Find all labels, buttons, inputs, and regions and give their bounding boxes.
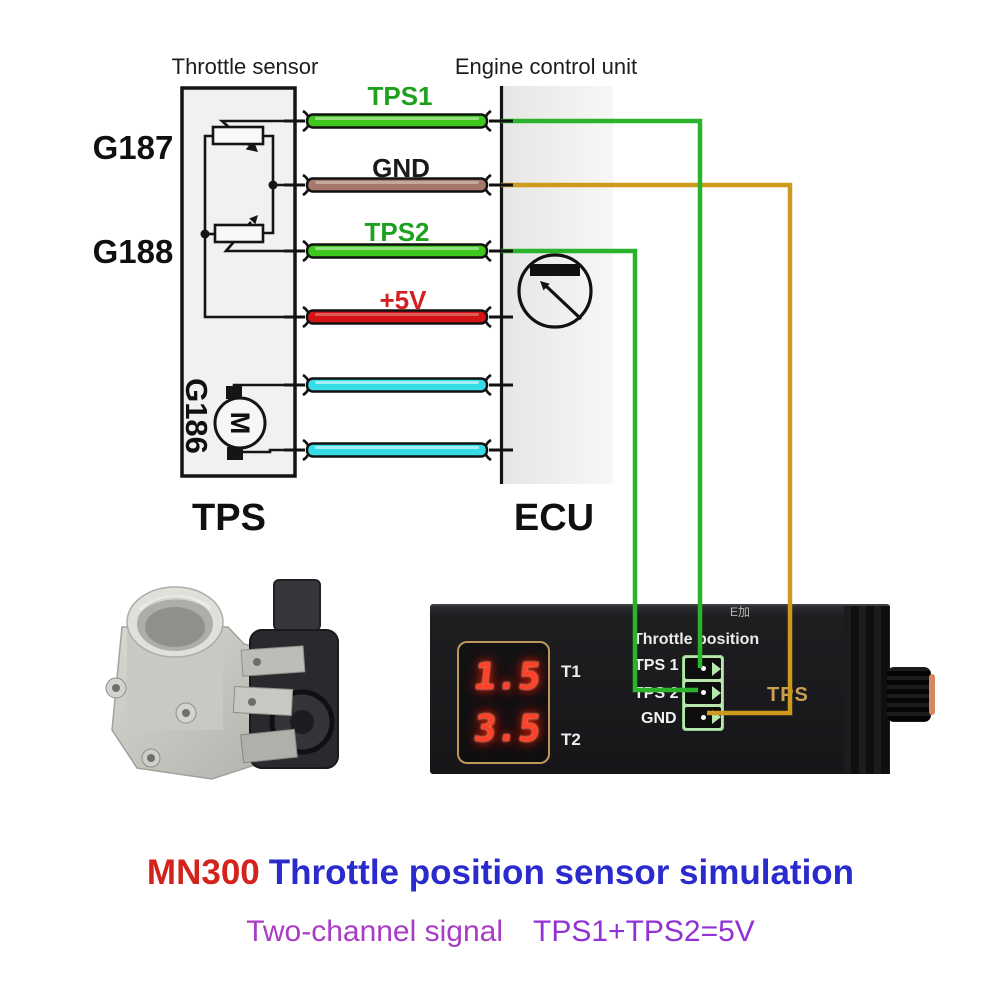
wire-row-motor1 [284,373,513,397]
tps1-routing-wire [501,118,703,668]
terminal-slot-tps2[interactable] [685,682,721,704]
motor-symbol-letter: M [225,412,255,435]
device-partial-top-label: E加 [730,605,751,617]
tps2-wire-label: TPS2 [364,217,429,247]
throttle-body-illustration [105,579,339,780]
pot2-resistor-body [213,223,265,244]
motor-name-label: G186 [179,378,214,454]
junction-dot-left [200,229,210,239]
t1-label: T1 [561,662,581,681]
pin-label-tps1: TPS 1 [634,657,679,674]
wire-row-motor2 [284,438,513,462]
ecu-sensor-symbol [517,253,593,329]
product-title: Throttle position sensor simulation [268,853,855,892]
wire-row-gnd: GND [284,153,513,197]
subtitle-right: TPS1+TPS2=5V [533,915,755,948]
motor-terminal-bottom [227,447,243,460]
tps2-wire [305,243,489,259]
terminal-slot-tps1[interactable] [685,658,721,680]
motor-wire-2 [305,442,489,458]
ecu-box-label: ECU [514,497,594,539]
connector-title: Throttle position [633,631,760,648]
terminal-block-connector[interactable] [682,655,724,731]
motor-circle [213,396,267,450]
model-name: MN300 [146,853,260,892]
caption-line-2: Two-channel signal TPS1+TPS2=5V [0,915,1001,949]
device-side-ridges [844,606,890,774]
motor-wire-1 [305,377,489,393]
pot2-wiper-arrowhead [249,215,258,225]
t2-label: T2 [561,730,581,749]
throttle-body-photo [92,572,428,804]
t2-value: 3.5 [471,707,544,750]
wire-row-tps2: TPS2 [284,217,513,263]
actuator-connector-tab [273,579,321,631]
device-tps-label: TPS [767,684,809,706]
tps1-wire-label: TPS1 [367,81,432,111]
sensor-internal-wiring [203,119,296,454]
pot1-name-label: G187 [93,129,174,166]
pot2-name-label: G188 [93,233,174,270]
pin-label-tps2: TPS 2 [634,685,679,702]
tps-box-label: TPS [192,497,266,539]
ecu-box [503,86,613,484]
mn300-simulator-device: 1.5 3.5 T1 T2 Throttle position TPS 1 TP… [430,604,935,774]
gnd-wire [305,177,489,193]
pin-label-gnd: GND [641,710,677,727]
sensor-header: Throttle sensor [172,54,319,79]
tps-sensor-box [180,86,297,478]
mounting-bosses [105,677,197,768]
led-display: 1.5 3.5 [457,641,550,764]
junction-dot-gnd [268,180,278,190]
silver-brackets [232,645,306,764]
tps1-wire [305,113,489,129]
terminal-slot-gnd[interactable] [685,706,721,728]
adjustment-knob[interactable] [887,667,935,722]
plus5v-wire [305,309,489,325]
subtitle-left: Two-channel signal [246,915,504,948]
t1-value: 1.5 [471,655,544,698]
motor-terminal-top [226,386,242,399]
pot1-resistor-body [211,125,265,146]
wire-row-5v: +5V [284,285,513,329]
ground-bus-line [263,134,275,235]
pot2-wiper-line [223,221,296,253]
motor-top-lead [232,383,296,390]
motor-bottom-lead [243,448,296,454]
gnd-wire-label: GND [372,153,430,183]
plus5v-wire-label: +5V [380,285,428,315]
actuator-hub [290,710,314,734]
bore-highlight [138,595,212,612]
pot1-wiper-line [218,119,296,146]
pot1-wiper-arrowhead [245,140,258,152]
ecu-header: Engine control unit [455,54,637,79]
wire-row-tps1: TPS1 [284,81,513,133]
supply-bus-line [203,134,296,319]
bore-cavity [145,607,205,647]
